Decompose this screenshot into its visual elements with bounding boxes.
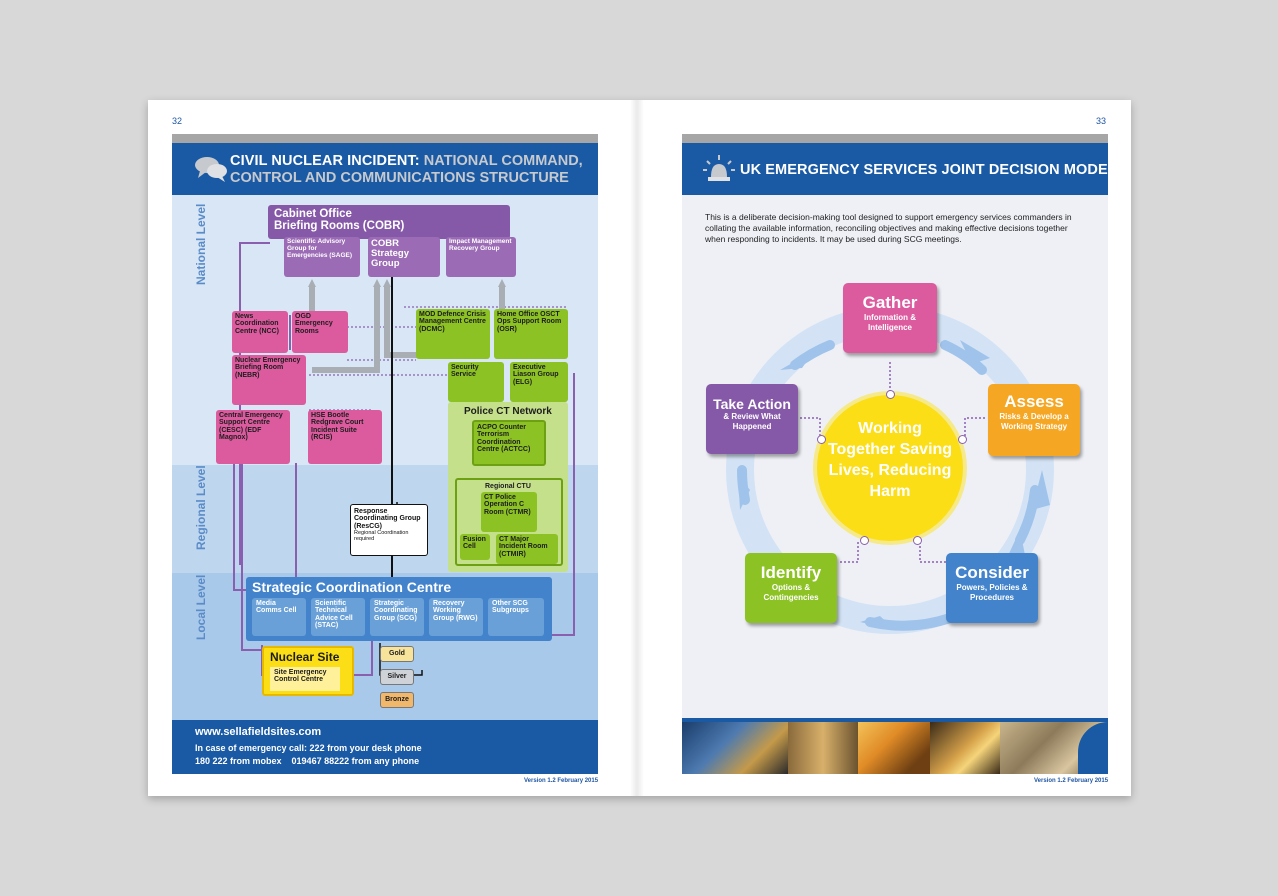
regional-ctu-label: Regional CTU [485,483,531,490]
site-emergency-control-centre: Site Emergency Control Centre [270,667,340,691]
step-assess-sub: Risks & Develop a Working Strategy [999,412,1069,431]
version-left: Version 1.2 February 2015 [524,778,599,784]
fusion-cell-box: Fusion Cell [460,534,490,560]
step-gather: Gather Information & Intelligence [843,283,937,353]
scc-cell-rwg: Recovery Working Group (RWG) [429,598,483,636]
osr-box: Home Office OSCT Ops Support Room (OSR) [494,309,568,359]
scc-cell-other: Other SCG Subgroups [488,598,544,636]
step-identify: Identify Options & Contingencies [745,553,837,623]
legend-silver: Silver [380,669,414,685]
step-identify-title: Identify [760,563,822,582]
ogd-box: OGD Emergency Rooms [292,311,348,353]
header-grey-bar [172,134,598,143]
center-text: Working Together Saving Lives, Reducing … [827,420,953,500]
rescg-box: Response Coordinating Group (ResCG) Regi… [350,504,428,556]
right-page-header: UK EMERGENCY SERVICES JOINT DECISION MOD… [682,143,1117,195]
footer-emergency-line2: 180 222 from mobex 019467 88222 from any… [195,756,420,766]
ncc-box: News Coordination Centre (NCC) [232,311,288,353]
connector-dot-right [958,435,967,444]
photo-worker-safety-gear [682,722,788,774]
step-gather-title: Gather [862,293,918,312]
left-page-title: CIVIL NUCLEAR INCIDENT: NATIONAL COMMAND… [230,153,583,186]
step-take-action-title: Take Action [713,396,791,412]
step-take-action-sub: & Review What Happened [723,412,781,431]
dcmc-box: MOD Defence Crisis Management Centre (DC… [416,309,490,359]
spine-shadow [630,100,644,796]
police-ct-label: Police CT Network [464,406,552,417]
step-assess: Assess Risks & Develop a Working Strateg… [988,384,1080,456]
header-grey-bar-right [682,134,1108,143]
left-page-footer [172,720,598,774]
step-identify-sub: Options & Contingencies [763,583,819,602]
step-gather-sub: Information & Intelligence [864,313,916,332]
siren-light-icon [703,155,735,181]
security-service-box: Security Service [448,362,504,402]
rescg-subtitle: Regional Coordination required [354,530,409,542]
photo-warm-interior [858,722,930,774]
photo-strip-top-bar [682,718,1108,722]
connector-dot-top [886,390,895,399]
connector-dot-bottom-left [860,536,869,545]
rcis-box: HSE Bootle Redgrave Court Incident Suite… [308,410,382,464]
step-consider: Consider Powers, Policies & Procedures [946,553,1038,623]
cesc-box: Central Emergency Support Centre (CESC) … [216,410,290,464]
nebr-box: Nuclear Emergency Briefing Room (NEBR) [232,355,306,405]
ctmir-box: CT Major Incident Room (CTMIR) [496,534,558,564]
photo-storage-racks [788,722,858,774]
photo-welding [930,722,1000,774]
legend-gold: Gold [380,646,414,662]
scc-cell-scg: Strategic Coordinating Group (SCG) [370,598,424,636]
cobr-strategy-box: COBR Strategy Group [368,237,440,277]
scc-title: Strategic Coordination Centre [252,579,452,595]
elg-box: Executive Liason Group (ELG) [510,362,568,402]
step-assess-title: Assess [1004,392,1064,411]
actcc-box: ACPO Counter Terrorism Coordination Cent… [472,420,546,466]
connector-dot-left [817,435,826,444]
scc-cell-stac: Scientific Technical Advice Cell (STAC) [311,598,365,636]
connector-dot-bottom-right [913,536,922,545]
footer-url[interactable]: www.sellafieldsites.com [195,726,322,738]
rescg-title: Response Coordinating Group (ResCG) [354,508,421,530]
version-right: Version 1.2 February 2015 [1034,778,1109,784]
step-take-action: Take Action & Review What Happened [706,384,798,454]
ctmr-box: CT Police Operation C Room (CTMR) [481,492,537,532]
nuclear-site-box: Nuclear Site Site Emergency Control Cent… [262,646,354,696]
impact-box: Impact Management Recovery Group [446,237,516,277]
legend-bronze: Bronze [380,692,414,708]
nuclear-site-title: Nuclear Site [270,650,340,664]
right-page-title: UK EMERGENCY SERVICES JOINT DECISION MOD… [740,162,1117,178]
page-number-right: 33 [1096,116,1107,126]
speech-bubbles-icon [195,157,227,182]
step-consider-title: Consider [955,563,1029,582]
footer-emergency-line1: In case of emergency call: 222 from your… [195,743,422,753]
step-consider-sub: Powers, Policies & Procedures [956,583,1028,602]
sage-box: Scientific Advisory Group for Emergencie… [284,237,360,277]
page-number-left: 32 [172,116,183,126]
scc-cell-media: Media Comms Cell [252,598,306,636]
left-page-header: CIVIL NUCLEAR INCIDENT: NATIONAL COMMAND… [172,143,598,195]
intro-paragraph: This is a deliberate decision-making too… [705,212,1072,244]
center-circle [817,395,963,541]
